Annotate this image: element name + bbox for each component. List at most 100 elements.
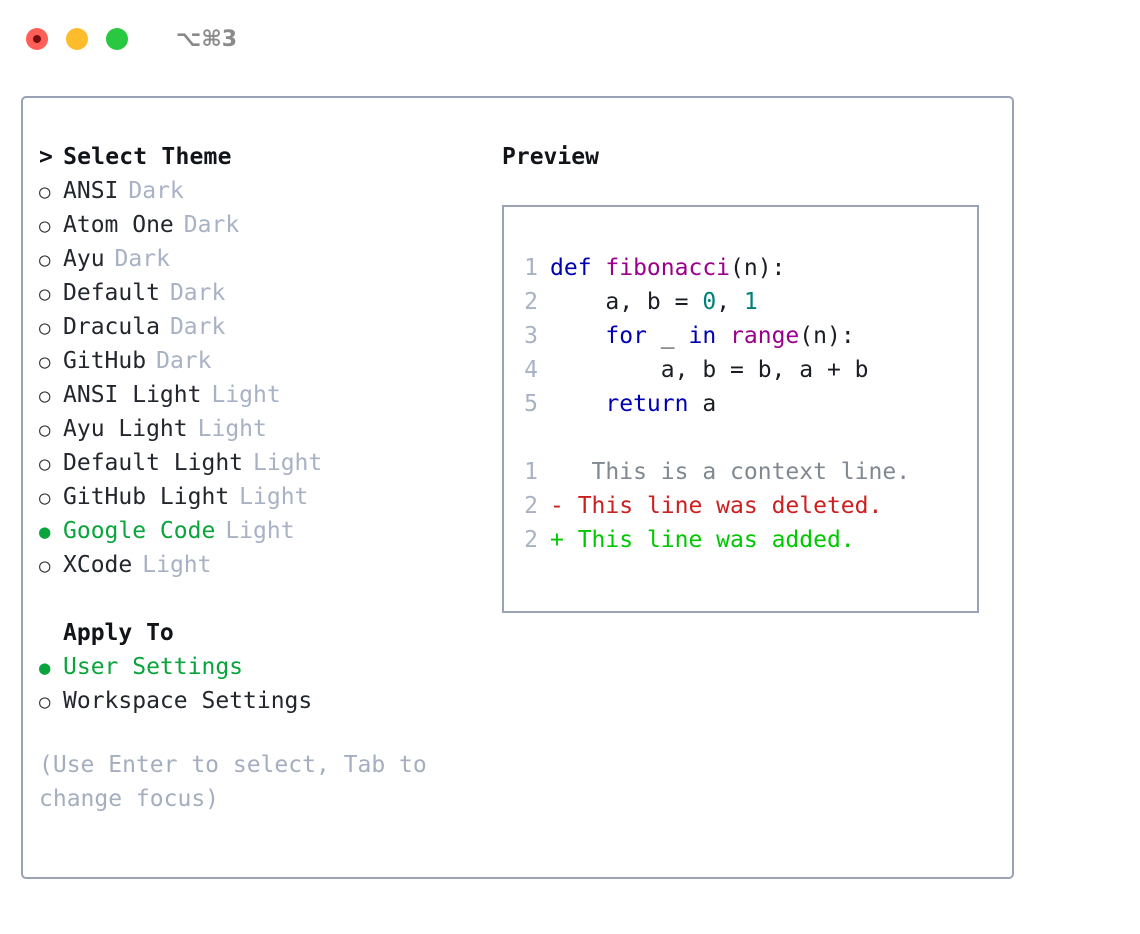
diff-line: 2+ This line was added.: [512, 523, 977, 557]
code-token-fn: fibonacci: [605, 255, 731, 281]
theme-name-label: Atom One: [63, 212, 174, 238]
code-diff-separator: [512, 421, 977, 455]
apply-to-option-label: Workspace Settings: [63, 688, 313, 714]
title-bar: ⌥⌘3: [0, 0, 1140, 78]
code-line-number: 1: [524, 255, 538, 281]
apply-to-label: Apply To: [63, 620, 174, 646]
radio-unselected-icon[interactable]: ○: [39, 249, 51, 271]
theme-name-label: Dracula: [63, 314, 160, 340]
code-token-num: 1: [743, 289, 758, 315]
code-token-fn: range: [730, 323, 800, 349]
theme-name-label: GitHub: [63, 348, 147, 374]
theme-name-label: ANSI: [63, 178, 119, 204]
diff-marker: [550, 455, 564, 489]
radio-unselected-icon[interactable]: ○: [39, 351, 51, 373]
code-line-text: return a: [550, 387, 716, 421]
radio-unselected-icon[interactable]: ○: [39, 317, 51, 339]
theme-list-item[interactable]: ○ ANSI Dark: [39, 174, 479, 208]
close-button-icon[interactable]: [26, 28, 48, 50]
radio-unselected-icon[interactable]: ○: [39, 691, 51, 713]
apply-to-option[interactable]: ○ Workspace Settings: [39, 684, 479, 718]
theme-variant-tag: Light: [225, 518, 295, 544]
list-gap: [39, 582, 479, 616]
code-line-number: 5: [524, 391, 538, 417]
theme-variant-tag: Dark: [183, 212, 240, 238]
code-line-number: 2: [524, 289, 538, 315]
diff-line-number: 2: [524, 493, 538, 519]
code-token-plain: ,: [716, 289, 744, 315]
radio-unselected-icon[interactable]: ○: [39, 215, 51, 237]
theme-list-item[interactable]: ● Google Code Light: [39, 514, 479, 548]
diff-line-number: 2: [524, 527, 538, 553]
theme-name-label: Ayu: [63, 246, 105, 272]
code-token-plain: [550, 391, 605, 417]
apply-to-heading: ○ Apply To: [39, 616, 479, 650]
theme-list-item[interactable]: ○ Default Light Light: [39, 446, 479, 480]
select-theme-label: Select Theme: [63, 144, 232, 170]
code-token-punc: (n):: [799, 323, 855, 349]
apply-to-option[interactable]: ●User Settings: [39, 650, 479, 684]
radio-unselected-icon[interactable]: ○: [39, 419, 51, 441]
code-token-plain: a: [688, 391, 717, 417]
code-line: 2 a, b = 0, 1: [512, 285, 977, 319]
theme-variant-tag: Dark: [156, 348, 212, 374]
diff-marker: +: [550, 527, 564, 553]
code-token-kw: for: [605, 323, 647, 349]
theme-variant-tag: Dark: [169, 280, 226, 306]
diff-line: 1 This is a context line.: [512, 455, 977, 489]
diff-line: 2- This line was deleted.: [512, 489, 977, 523]
theme-list-item[interactable]: ○ GitHub Dark: [39, 344, 479, 378]
diff-line-number: 1: [524, 459, 538, 485]
prompt-caret-icon: >: [39, 144, 54, 170]
code-line-text: def fibonacci(n):: [550, 251, 785, 285]
diff-marker: -: [550, 493, 564, 519]
minimize-button-icon[interactable]: [66, 28, 88, 50]
radio-unselected-icon[interactable]: ○: [39, 385, 51, 407]
zoom-button-icon[interactable]: [106, 28, 128, 50]
theme-list-item[interactable]: ○ GitHub Light Light: [39, 480, 479, 514]
radio-unselected-icon[interactable]: ○: [39, 487, 51, 509]
code-line-number: 3: [524, 323, 538, 349]
theme-list-item[interactable]: ○ Atom One Dark: [39, 208, 479, 242]
theme-name-label: ANSI Light: [63, 382, 202, 408]
code-line-text: for _ in range(n):: [550, 319, 855, 353]
code-token-plain: [550, 323, 605, 349]
apply-to-options: ●User Settings ○ Workspace Settings: [39, 650, 479, 718]
radio-unselected-icon[interactable]: ○: [39, 555, 51, 577]
code-line: 4 a, b = b, a + b: [512, 353, 977, 387]
code-line-text: a, b = 0, 1: [550, 285, 758, 319]
select-theme-heading: > Select Theme: [39, 140, 479, 174]
theme-variant-tag: Light: [239, 484, 309, 510]
recording-dot-icon: [33, 35, 41, 43]
radio-unselected-icon[interactable]: ○: [39, 181, 51, 203]
code-token-plain: a, b =: [550, 289, 703, 315]
code-token-num: 0: [702, 289, 717, 315]
radio-selected-icon[interactable]: ●: [39, 657, 51, 679]
theme-variant-tag: Light: [253, 450, 323, 476]
diff-sample: 1 This is a context line.2- This line wa…: [512, 455, 977, 557]
theme-name-label: Google Code: [63, 518, 216, 544]
theme-variant-tag: Dark: [128, 178, 184, 204]
code-token-plain: [716, 323, 730, 349]
code-token-kw: return: [605, 391, 689, 417]
theme-name-label: GitHub Light: [63, 484, 230, 510]
radio-unselected-icon[interactable]: ○: [39, 283, 51, 305]
theme-variant-tag: Light: [142, 552, 212, 578]
code-token-punc: (n):: [730, 255, 786, 281]
code-line: 5 return a: [512, 387, 977, 421]
radio-selected-icon[interactable]: ●: [39, 521, 51, 543]
theme-name-label: Default Light: [63, 450, 244, 476]
radio-unselected-icon[interactable]: ○: [39, 453, 51, 475]
